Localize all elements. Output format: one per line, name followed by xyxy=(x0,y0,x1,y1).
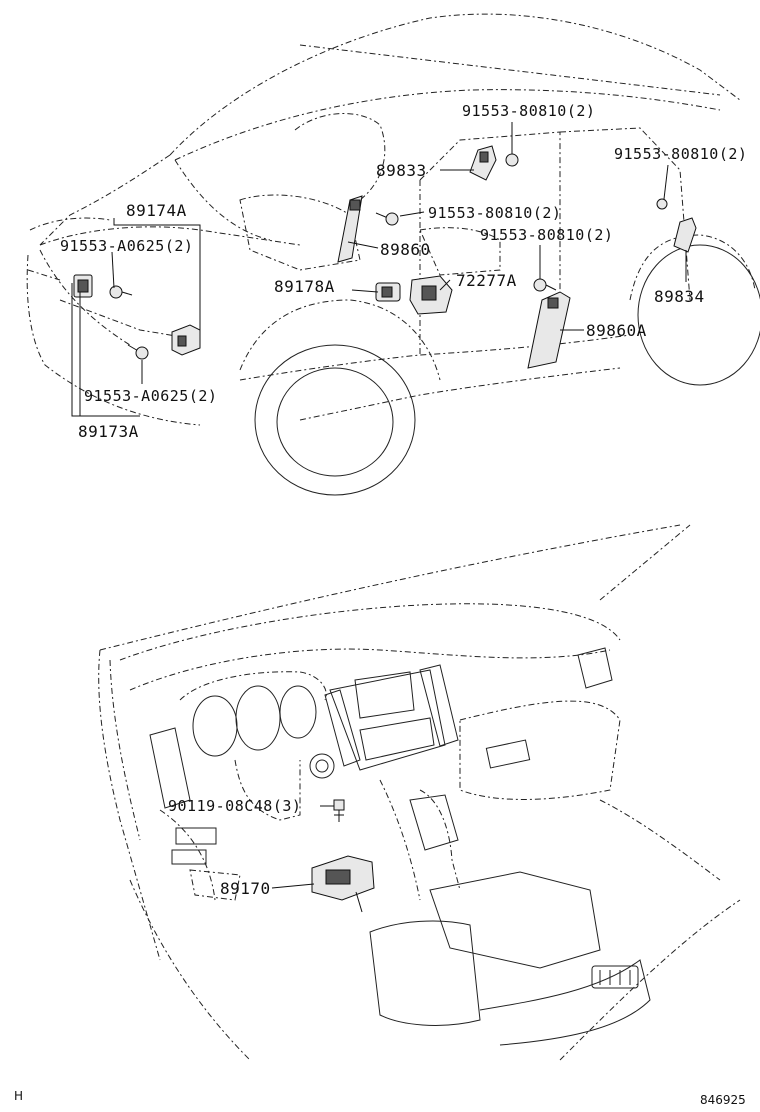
diagram-number: 846925 xyxy=(700,1093,746,1107)
vehicle-outline xyxy=(26,13,760,496)
label-89834: 89834 xyxy=(654,287,705,306)
bolt-91553-80810-a xyxy=(375,212,399,226)
airbag-sensor-89170 xyxy=(311,855,375,913)
label-91553-80810-c: 91553-80810(2) xyxy=(480,226,613,244)
bracket-72277A xyxy=(409,275,453,315)
label-90119-08C48: 90119-08C48(3) xyxy=(168,797,301,815)
bolt-91553-80810-c xyxy=(533,278,557,292)
dashboard-outline xyxy=(98,524,741,1061)
bolt-91553-80810-b xyxy=(505,153,519,167)
label-91553-80810-b: 91553-80810(2) xyxy=(428,204,561,222)
label-91553-A0625-top: 91553-A0625(2) xyxy=(60,237,193,255)
label-89860: 89860 xyxy=(380,240,431,259)
sensor-89833 xyxy=(469,145,497,181)
upper-parts xyxy=(73,145,697,369)
label-91553-80810-a: 91553-80810(2) xyxy=(462,102,595,120)
label-89173A: 89173A xyxy=(78,422,139,441)
lower-labels: 90119-08C48(3) 89170 xyxy=(168,797,301,898)
footer-left-mark: H xyxy=(14,1089,23,1103)
bolt-91553-A0625-top xyxy=(109,285,133,299)
label-91553-80810-d: 91553-80810(2) xyxy=(614,145,747,163)
label-89833: 89833 xyxy=(376,161,427,180)
upper-leader-lines xyxy=(71,122,687,417)
front-left-sensor-89173A xyxy=(73,274,93,298)
label-89860A: 89860A xyxy=(586,321,647,340)
label-89170: 89170 xyxy=(220,879,271,898)
side-sensor-89860 xyxy=(337,195,363,263)
lower-parts xyxy=(311,799,375,913)
front-right-sensor-89174A xyxy=(171,324,201,356)
label-72277A: 72277A xyxy=(456,271,517,290)
label-89178A: 89178A xyxy=(274,277,335,296)
sensor-89834 xyxy=(656,198,697,253)
bolt-91553-A0625-bottom xyxy=(127,344,149,360)
upper-labels: 89174A 91553-A0625(2) 91553-A0625(2) 891… xyxy=(60,102,747,441)
bolt-90119-08C48 xyxy=(333,799,345,822)
label-91553-A0625-bottom: 91553-A0625(2) xyxy=(84,387,217,405)
sensor-89178A xyxy=(375,282,401,302)
side-sensor-89860A xyxy=(527,291,571,369)
lower-leader-lines xyxy=(271,805,334,889)
label-89174A: 89174A xyxy=(126,201,187,220)
footer: H 846925 xyxy=(14,1089,746,1107)
